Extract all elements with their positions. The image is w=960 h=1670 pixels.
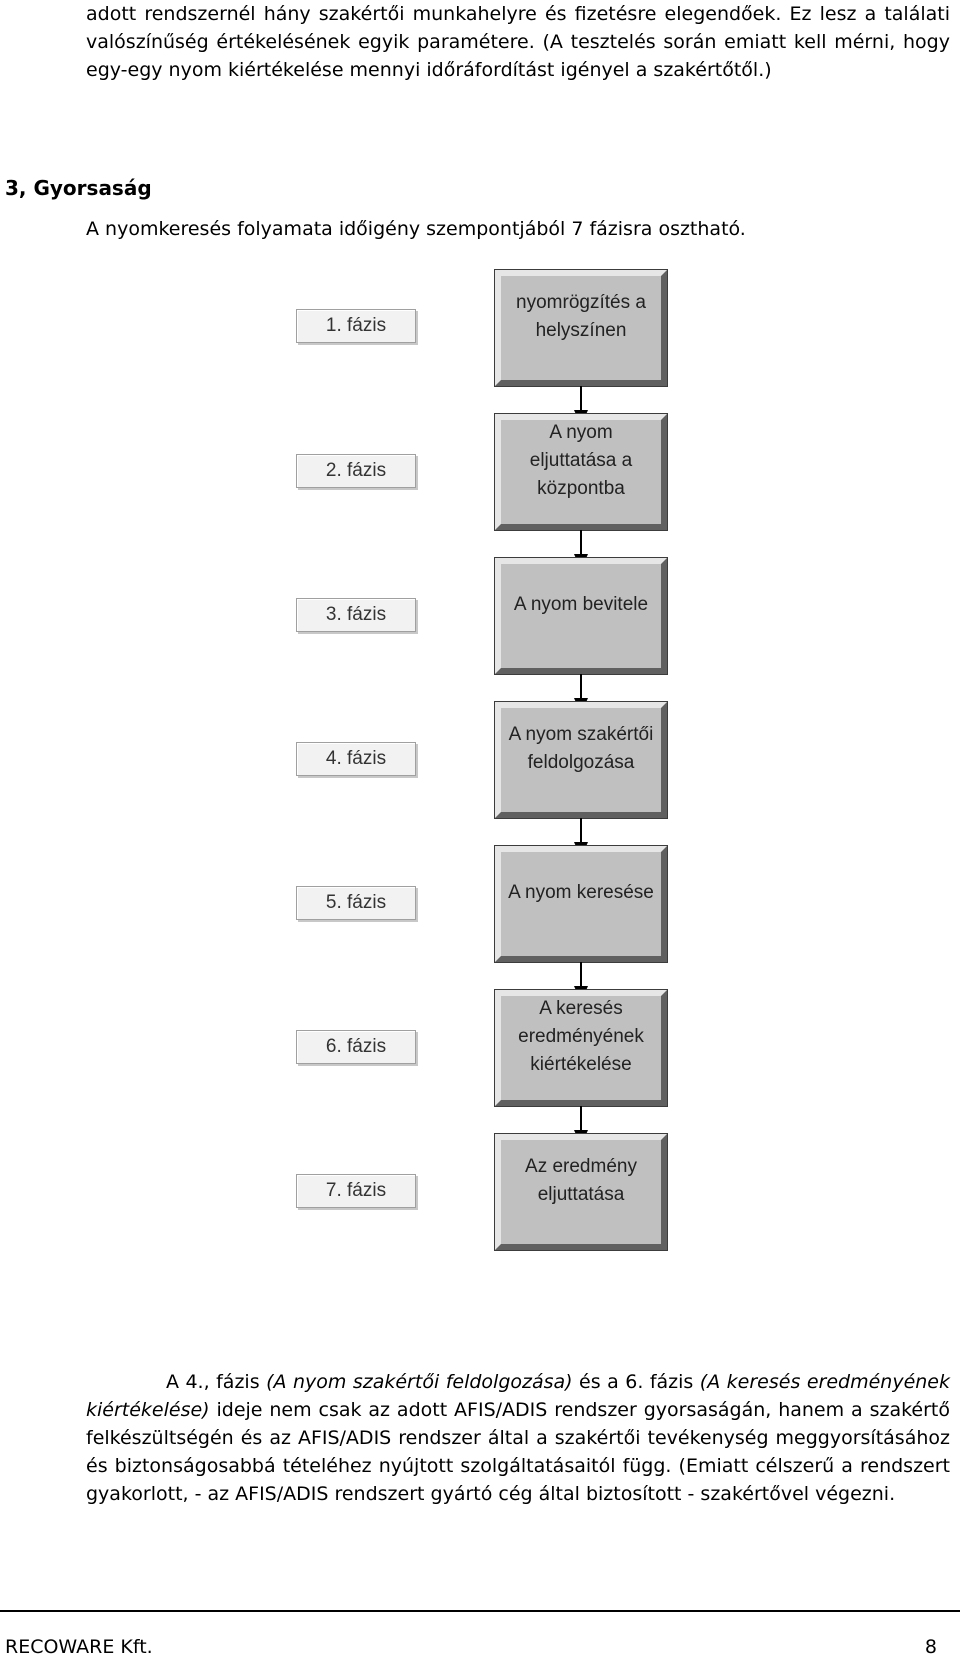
- closing-text-2: és a 6. fázis: [572, 1371, 700, 1393]
- section-lead: A nyomkeresés folyamata időigény szempon…: [86, 218, 746, 240]
- phase-box-7-text: Az eredmény eljuttatása: [525, 1156, 637, 1205]
- arrow-5-6: [580, 962, 582, 986]
- phase-label-4: 4. fázis: [296, 742, 416, 776]
- arrow-3-4: [580, 674, 582, 698]
- intro-paragraph: adott rendszernél hány szakértői munkahe…: [86, 3, 950, 81]
- phase-label-1: 1. fázis: [296, 309, 416, 343]
- phase-label-5: 5. fázis: [296, 886, 416, 920]
- phase-box-6-text: A keresés eredményének kiértékelése: [518, 998, 644, 1075]
- closing-text-1: A 4., fázis: [166, 1371, 267, 1393]
- closing-paragraph: A 4., fázis (A nyom szakértői feldolgozá…: [86, 1368, 950, 1508]
- phase-label-6: 6. fázis: [296, 1030, 416, 1064]
- phase-box-6: A keresés eredményének kiértékelése: [494, 989, 668, 1107]
- arrow-6-7: [580, 1106, 582, 1130]
- phase-box-1-text: nyomrögzítés a helyszínen: [516, 292, 646, 341]
- closing-text-3: ideje nem csak az adott AFIS/ADIS rendsz…: [86, 1399, 950, 1505]
- section-heading: 3, Gyorsaság: [5, 176, 152, 200]
- arrow-2-3: [580, 530, 582, 554]
- phase-box-2: A nyom eljuttatása a központba: [494, 413, 668, 531]
- phase-label-7: 7. fázis: [296, 1174, 416, 1208]
- arrow-4-5: [580, 818, 582, 842]
- phase-box-5: A nyom keresése: [494, 845, 668, 963]
- phase-box-2-text: A nyom eljuttatása a központba: [529, 422, 633, 499]
- phase-box-5-text: A nyom keresése: [508, 882, 654, 903]
- arrow-1-2: [580, 386, 582, 410]
- closing-italic-2: (A keresés eredményének kiértékelése): [86, 1371, 950, 1421]
- page-number: 8: [924, 1636, 937, 1658]
- footer-company: RECOWARE Kft.: [5, 1636, 153, 1658]
- closing-italic-1: (A nyom szakértői feldolgozása): [266, 1371, 573, 1393]
- phase-box-3: A nyom bevitele: [494, 557, 668, 675]
- phase-box-1: nyomrögzítés a helyszínen: [494, 269, 668, 387]
- phase-box-3-text: A nyom bevitele: [513, 594, 649, 615]
- footer-divider: [0, 1610, 960, 1612]
- phase-label-2: 2. fázis: [296, 454, 416, 488]
- phase-label-3: 3. fázis: [296, 598, 416, 632]
- phase-box-4-text: A nyom szakértői feldolgozása: [508, 724, 654, 773]
- phase-box-7: Az eredmény eljuttatása: [494, 1133, 668, 1251]
- phase-box-4: A nyom szakértői feldolgozása: [494, 701, 668, 819]
